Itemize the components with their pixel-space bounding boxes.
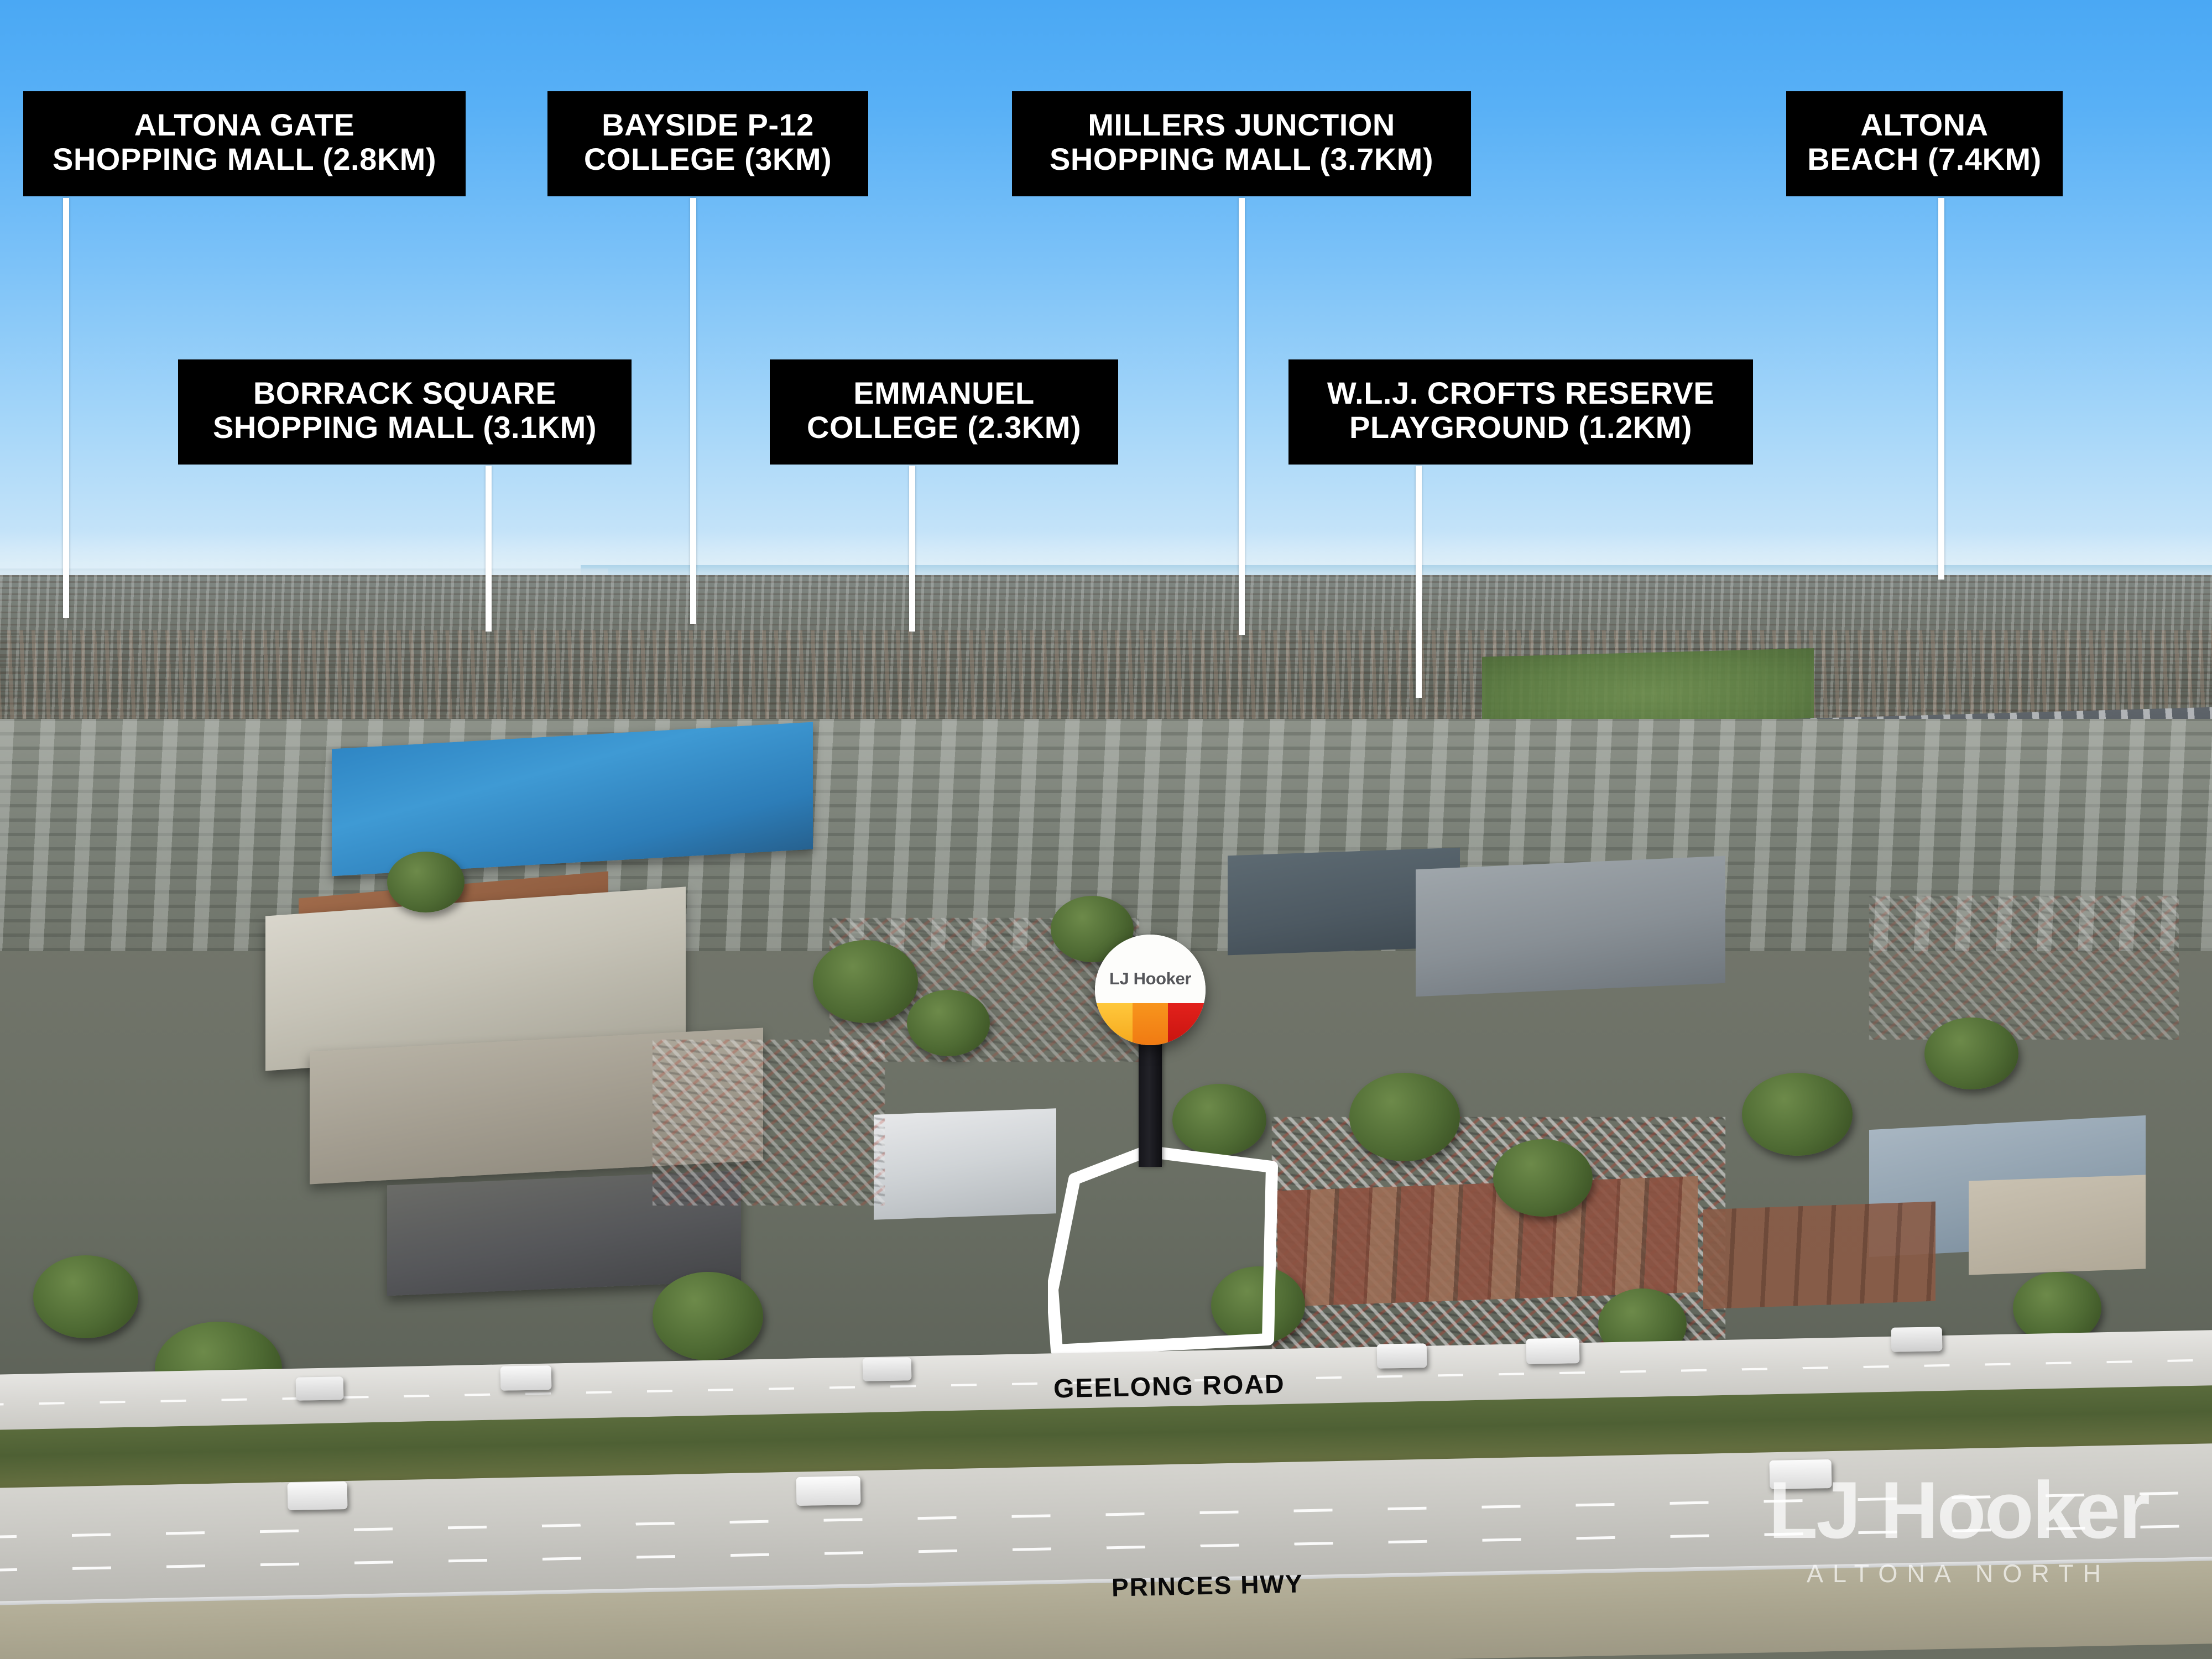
annotation-line-1: BAYSIDE P-12 — [602, 107, 814, 143]
car — [295, 1376, 344, 1401]
shopfront-building — [874, 1108, 1056, 1220]
truck-yard — [653, 1040, 885, 1206]
annotation-line-2: SHOPPING MALL (3.1KM) — [213, 410, 597, 445]
tree — [1349, 1073, 1460, 1161]
pointer-line-wlj-crofts — [1416, 466, 1422, 698]
tree — [1742, 1073, 1853, 1156]
annotation-label-altona-beach[interactable]: ALTONA BEACH (7.4KM) — [1786, 91, 2063, 196]
blue-roof-warehouse — [332, 722, 813, 877]
car — [862, 1357, 912, 1381]
lj-hooker-map-pin[interactable]: LJ Hooker — [1095, 935, 1206, 1167]
tree — [1924, 1018, 2018, 1089]
annotation-line-2: SHOPPING MALL (2.8KM) — [53, 142, 436, 176]
map-pin-stem — [1139, 1040, 1162, 1167]
pointer-line-altona-beach — [1938, 198, 1944, 580]
annotation-line-1: ALTONA — [1860, 107, 1989, 143]
annotation-label-millers-junction[interactable]: MILLERS JUNCTION SHOPPING MALL (3.7KM) — [1012, 91, 1471, 196]
tree — [33, 1255, 138, 1338]
annotation-line-1: ALTONA GATE — [134, 107, 355, 143]
tree — [907, 990, 990, 1056]
tree — [387, 852, 465, 912]
car — [1891, 1327, 1943, 1352]
pointer-line-borrack-square — [486, 466, 492, 632]
pointer-line-emmanuel-college — [909, 466, 915, 632]
map-pin-band-orange — [1133, 1003, 1168, 1045]
pointer-line-altona-gate — [63, 198, 69, 618]
tree — [1172, 1084, 1266, 1156]
annotation-line-1: MILLERS JUNCTION — [1088, 107, 1395, 143]
car — [287, 1481, 348, 1510]
annotation-line-1: W.L.J. CROFTS RESERVE — [1327, 375, 1715, 411]
annotation-line-2: BEACH (7.4KM) — [1807, 142, 2042, 176]
tree — [653, 1272, 763, 1360]
tree — [1211, 1266, 1305, 1344]
annotation-label-borrack-square[interactable]: BORRACK SQUARE SHOPPING MALL (3.1KM) — [178, 359, 632, 465]
annotation-line-2: SHOPPING MALL (3.7KM) — [1050, 142, 1433, 176]
residential-roof-row — [1277, 1176, 1698, 1307]
annotation-line-2: COLLEGE (2.3KM) — [807, 410, 1081, 445]
car — [796, 1475, 861, 1506]
car — [500, 1365, 552, 1391]
map-pin-band-yellow — [1095, 1003, 1133, 1045]
car — [1769, 1459, 1832, 1489]
annotation-label-altona-gate[interactable]: ALTONA GATE SHOPPING MALL (2.8KM) — [23, 91, 466, 196]
map-pin-brand-label: LJ Hooker — [1109, 969, 1191, 988]
tree — [1493, 1139, 1593, 1217]
sky-background — [0, 0, 2212, 586]
car — [1526, 1338, 1580, 1364]
annotation-line-1: BORRACK SQUARE — [253, 375, 557, 411]
distant-suburb-rooftops — [0, 575, 2212, 741]
map-pin-upper-disc — [1095, 935, 1206, 1003]
tree — [2013, 1272, 2101, 1344]
geelong-road-label: GEELONG ROAD — [1053, 1369, 1286, 1404]
tree — [813, 940, 918, 1023]
princes-hwy-label: PRINCES HWY — [1111, 1569, 1304, 1602]
residential-roof-row-2 — [1703, 1201, 1936, 1310]
map-pin-head: LJ Hooker — [1095, 935, 1206, 1045]
annotation-label-wlj-crofts-reserve[interactable]: W.L.J. CROFTS RESERVE PLAYGROUND (1.2KM) — [1288, 359, 1753, 465]
annotation-label-bayside-college[interactable]: BAYSIDE P-12 COLLEGE (3KM) — [547, 91, 868, 196]
car — [1376, 1343, 1427, 1369]
pointer-line-millers-junction — [1239, 198, 1245, 635]
warehouse-grey-roof — [1416, 855, 1725, 997]
storage-yard — [1869, 896, 2179, 1040]
annotation-label-emmanuel-college[interactable]: EMMANUEL COLLEGE (2.3KM) — [770, 359, 1118, 465]
map-pin-color-bands — [1095, 1003, 1206, 1045]
annotation-line-2: COLLEGE (3KM) — [583, 142, 832, 176]
map-pin-band-red — [1168, 1003, 1206, 1045]
pointer-line-bayside-college — [690, 198, 696, 624]
warehouse-right-2 — [1969, 1175, 2146, 1275]
annotation-line-1: EMMANUEL — [853, 375, 1035, 411]
annotation-line-2: PLAYGROUND (1.2KM) — [1349, 410, 1692, 445]
